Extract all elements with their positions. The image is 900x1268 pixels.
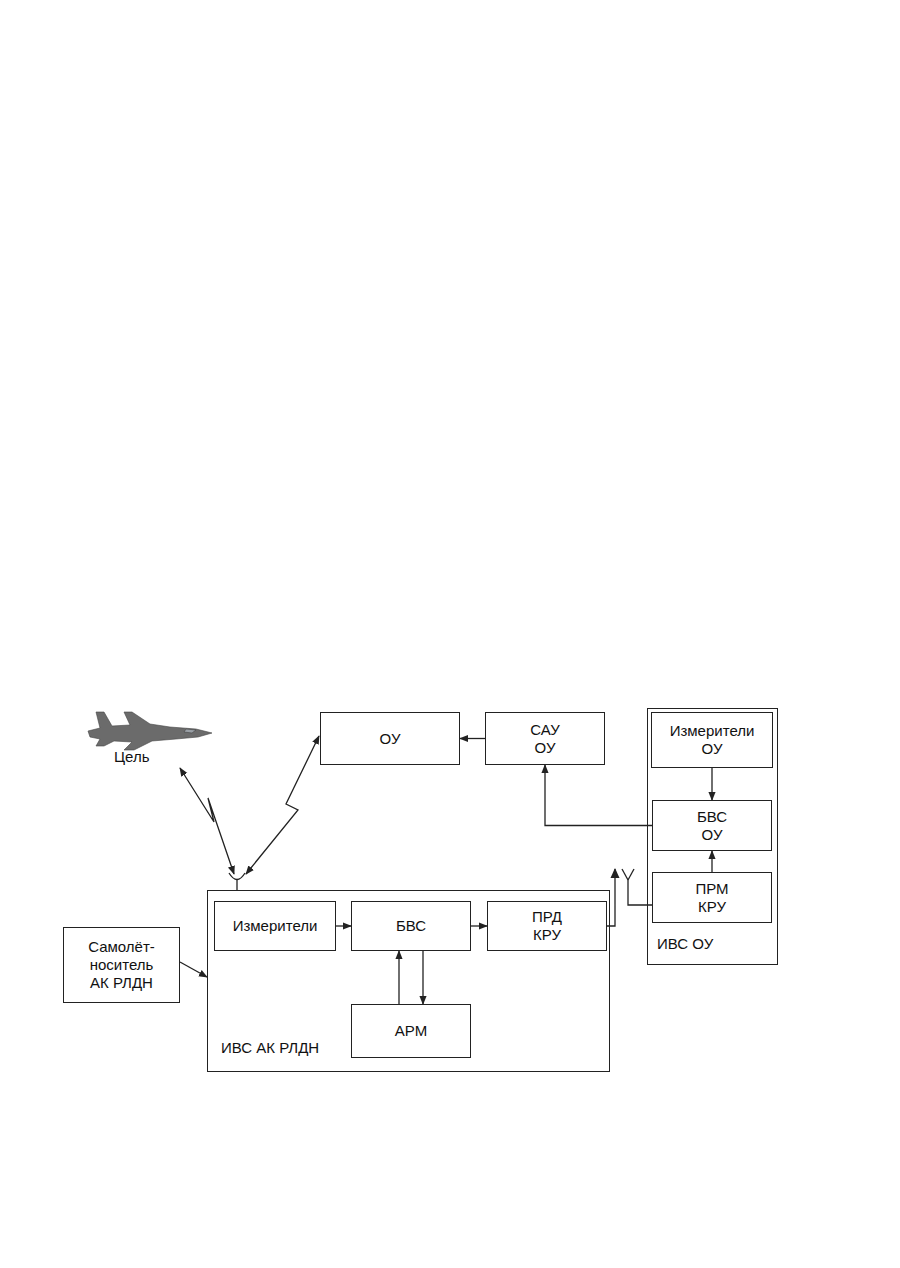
- signal-arrow: [180, 962, 207, 977]
- signal-arrow: [471, 926, 487, 927]
- system-box: ИВС ОУ Измерители ОУ БВС ОУ ПРМ КРУ: [647, 708, 778, 965]
- box-label: Измерители: [233, 917, 318, 935]
- connector-line: [460, 738, 485, 739]
- signal-arrow: [607, 868, 652, 926]
- connector-line: [180, 768, 234, 874]
- connector-line: [711, 851, 712, 872]
- process-box: БВС ОУ: [652, 800, 772, 851]
- process-box: Самолёт- носитель АК РЛДН: [63, 927, 180, 1003]
- box-label: Измерители ОУ: [666, 722, 758, 758]
- connector-line: [607, 869, 652, 926]
- signal-arrow: [545, 765, 652, 826]
- arrowhead: [611, 868, 620, 878]
- system-label: Цель: [114, 748, 150, 766]
- signal-arrow: [423, 951, 424, 1004]
- target-figure: Цель: [80, 700, 220, 770]
- process-box: БВС: [351, 901, 471, 951]
- signal-arrow: [460, 738, 485, 739]
- process-box: ПРД КРУ: [487, 901, 607, 951]
- connector-line: [398, 951, 399, 1004]
- system-label: ИВС АК РЛДН: [221, 1039, 319, 1057]
- box-label: Самолёт- носитель АК РЛДН: [82, 938, 162, 992]
- box-label: ПРМ КРУ: [687, 880, 737, 916]
- connector-line: [711, 768, 712, 800]
- signal-arrow: [336, 926, 351, 927]
- connector-line: [471, 925, 487, 926]
- connector-line: [180, 962, 207, 977]
- signal-arrow: [712, 768, 713, 800]
- process-box: ОУ: [320, 712, 460, 765]
- radio-link: [180, 768, 234, 874]
- signal-arrow: [712, 851, 713, 872]
- connector-line: [336, 925, 351, 926]
- connector-line: [246, 736, 319, 874]
- target-aircraft: [88, 712, 212, 750]
- box-label: АРМ: [395, 1022, 427, 1040]
- system-box: ИВС АК РЛДН Измерители БВС ПРД КРУ АРМ: [207, 890, 610, 1072]
- radio-link: [246, 736, 319, 874]
- system-label: ИВС ОУ: [657, 935, 713, 953]
- connector-line: [422, 951, 423, 1004]
- receiver-antenna: [622, 869, 634, 880]
- process-box: Измерители ОУ: [651, 712, 773, 768]
- box-label: БВС ОУ: [687, 808, 737, 844]
- box-label: БВС: [396, 917, 426, 935]
- box-label: САУ ОУ: [520, 721, 570, 757]
- connector-line: [545, 765, 652, 826]
- process-box: САУ ОУ: [485, 712, 605, 765]
- process-box: ПРМ КРУ: [652, 872, 772, 923]
- radar-antenna: [229, 873, 245, 890]
- process-box: Измерители: [214, 901, 336, 951]
- signal-arrow: [399, 951, 400, 1004]
- box-label: ПРД КРУ: [522, 908, 572, 944]
- process-box: АРМ: [351, 1004, 471, 1058]
- box-label: ОУ: [380, 730, 401, 748]
